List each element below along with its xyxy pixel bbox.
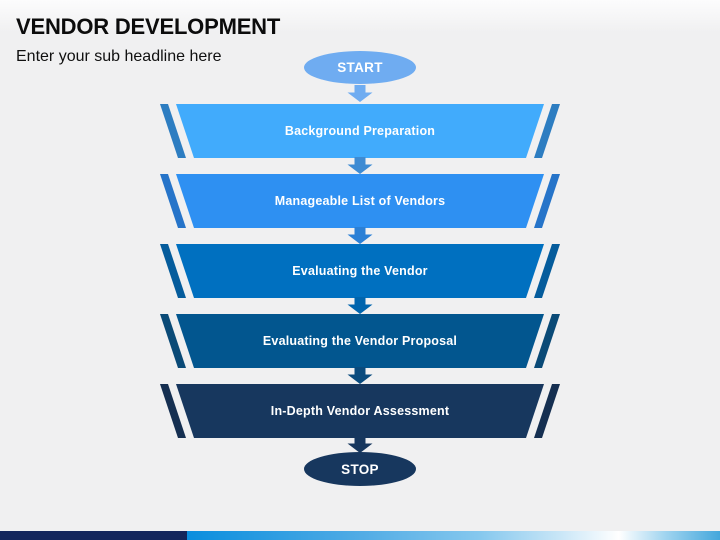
stop-label: STOP	[341, 461, 379, 477]
page-subtitle: Enter your sub headline here	[16, 48, 222, 65]
flow-step-evaluating-vendor: Evaluating the Vendor	[160, 244, 560, 298]
footer-bar-right	[187, 531, 720, 540]
right-stripe	[534, 104, 560, 158]
left-stripe	[160, 174, 186, 228]
stop-ellipse-shape	[304, 452, 416, 486]
flow-step-manageable-list: Manageable List of Vendors	[160, 174, 560, 228]
step-label: Manageable List of Vendors	[274, 194, 446, 208]
down-arrow-icon	[347, 436, 373, 453]
step-label: Evaluating the Vendor	[292, 264, 428, 278]
start-node: START	[304, 51, 416, 84]
trapezoid-shape	[160, 244, 560, 298]
down-arrow-icon	[347, 367, 373, 384]
right-stripe	[534, 384, 560, 438]
trapezoid-shape	[160, 104, 560, 158]
down-arrow-icon	[347, 157, 373, 174]
down-arrow-icon	[347, 85, 373, 102]
page-title: VENDOR DEVELOPMENT	[16, 14, 281, 39]
step-label: Background Preparation	[284, 124, 436, 138]
right-stripe	[534, 174, 560, 228]
start-ellipse-shape	[304, 51, 416, 84]
down-arrow-icon	[347, 227, 373, 244]
stop-node: STOP	[304, 452, 416, 486]
left-stripe	[160, 384, 186, 438]
right-stripe	[534, 314, 560, 368]
flow-step-evaluating-proposal: Evaluating the Vendor Proposal	[160, 314, 560, 368]
left-stripe	[160, 104, 186, 158]
step-label: In-Depth Vendor Assessment	[270, 404, 450, 418]
step-body	[176, 104, 544, 158]
left-stripe	[160, 314, 186, 368]
step-label: Evaluating the Vendor Proposal	[262, 334, 458, 348]
trapezoid-shape	[160, 314, 560, 368]
trapezoid-shape	[160, 384, 560, 438]
flow-step-background-preparation: Background Preparation	[160, 104, 560, 158]
footer-bar-left	[0, 531, 187, 540]
step-body	[176, 244, 544, 298]
flow-step-indepth-assessment: In-Depth Vendor Assessment	[160, 384, 560, 438]
step-body	[176, 384, 544, 438]
start-label: START	[337, 60, 383, 75]
trapezoid-shape	[160, 174, 560, 228]
left-stripe	[160, 244, 186, 298]
right-stripe	[534, 244, 560, 298]
step-body	[176, 174, 544, 228]
step-body	[176, 314, 544, 368]
down-arrow-icon	[347, 297, 373, 314]
